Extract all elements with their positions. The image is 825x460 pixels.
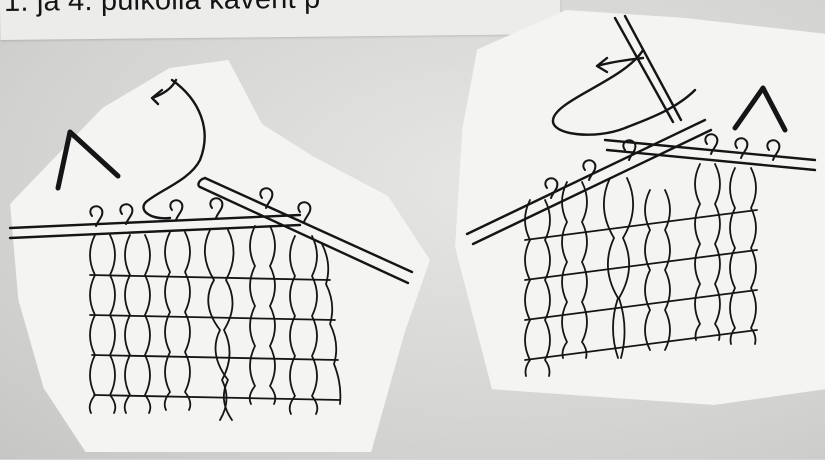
left-knitting-illustration <box>0 40 430 460</box>
decrease-right-symbol <box>735 88 785 130</box>
knit-fabric-left <box>90 226 341 420</box>
instruction-caption: 1. ja 4. puikolla kavent p <box>4 0 321 19</box>
arrow-left <box>152 80 176 104</box>
decrease-left-symbol <box>58 132 118 188</box>
knit-fabric-right <box>525 164 757 376</box>
right-knitting-illustration <box>455 10 825 430</box>
